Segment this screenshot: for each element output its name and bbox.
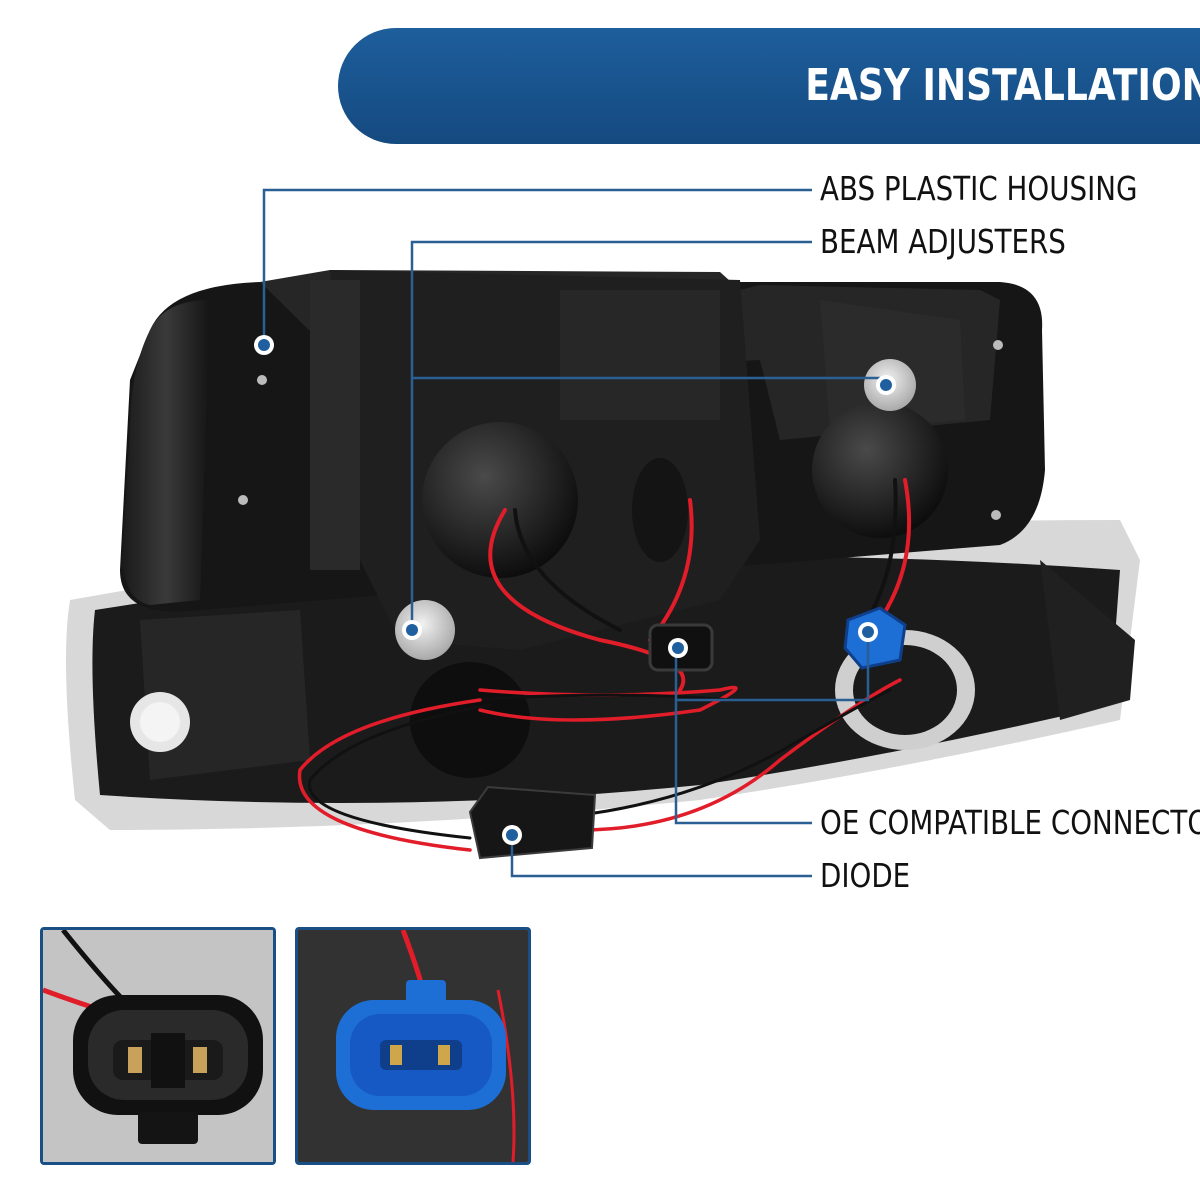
diode-box (468, 785, 597, 860)
blue-connector-closeup-icon (298, 930, 528, 1162)
headlight-housing (120, 270, 1045, 660)
headlight-product-image (66, 188, 1140, 878)
label-diode: DIODE (820, 856, 911, 895)
callout-lines (262, 188, 886, 878)
inset-black-connector (40, 927, 276, 1165)
label-oe-compatible-connectors: OE COMPATIBLE CONNECTORS (820, 803, 1200, 842)
inset-blue-connector (295, 927, 531, 1165)
label-beam-adjusters: BEAM ADJUSTERS (820, 222, 1066, 261)
label-abs-plastic-housing: ABS PLASTIC HOUSING (820, 169, 1138, 208)
banner-title: EASY INSTALLATION (805, 60, 1200, 111)
callout-dots (254, 335, 896, 845)
title-banner: EASY INSTALLATION (338, 28, 1200, 144)
black-connector-closeup-icon (43, 930, 273, 1162)
